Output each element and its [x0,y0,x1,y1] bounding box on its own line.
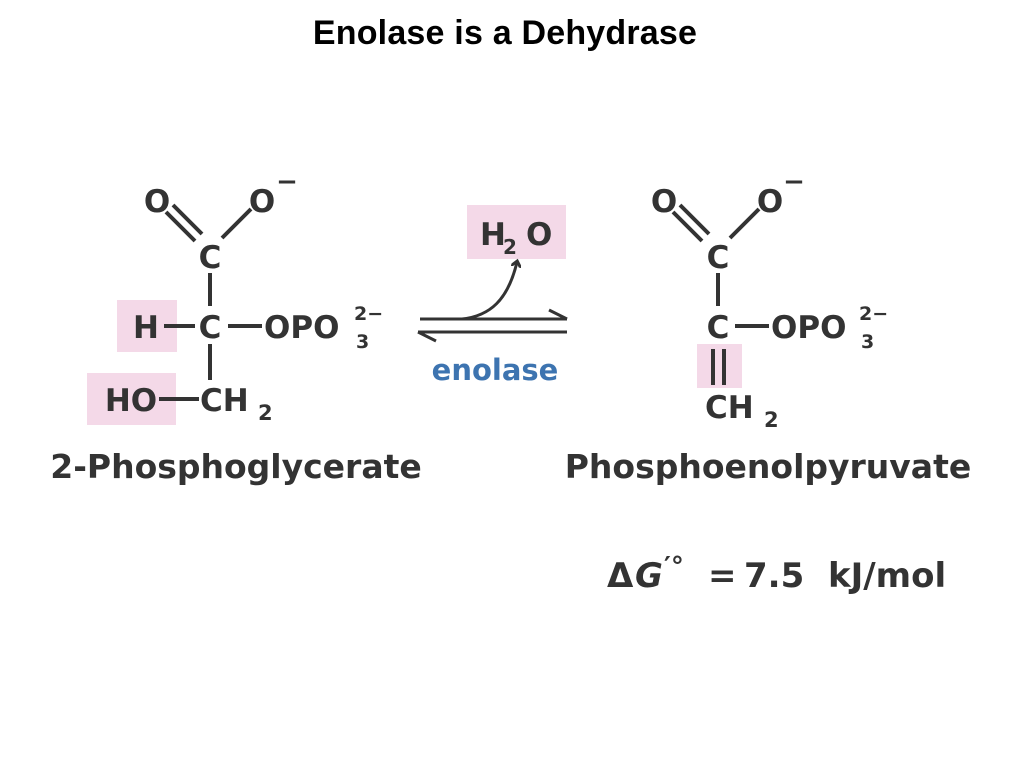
product-ch: CH [705,390,754,426]
reactant-structure: O O − C H C OPO 3 2− HO CH 2 2-Phosphogl… [50,167,422,486]
reactant-bond-co-double-a [164,210,197,243]
product-opo: OPO [771,310,846,346]
water-release-arrow [461,262,517,321]
reactant-o-minus: O [249,184,275,220]
energy-delta: Δ [607,556,634,596]
energy-unit: kJ/mol [828,556,946,596]
product-structure: O O − C C OPO 3 2− CH 2 Phosphoenolpyruv… [565,167,971,486]
forward-arrow-head [548,308,568,321]
reactant-carboxyl-c: C [199,240,222,276]
product-opo-sup: 2− [859,303,888,325]
product-carboxyl-c: C [707,240,730,276]
water-sub: 2 [503,235,517,259]
energy-value: 7.5 [744,556,804,596]
reactant-ho: HO [105,383,157,419]
energy-equals: = [708,556,737,596]
product-center-c: C [707,310,730,346]
energy-prime-degree: ′° [664,552,684,582]
energy-g: G [635,556,663,596]
reactant-opo-sub: 3 [356,331,369,353]
product-bond-co-single [728,207,761,240]
reactant-opo-sup: 2− [354,303,383,325]
reactant-charge-minus: − [276,167,298,197]
product-charge-minus: − [783,167,805,197]
slide-title: Enolase is a Dehydrase [312,14,698,52]
product-bond-co-double-b [678,203,711,236]
reactant-bond-co-single [220,207,253,240]
reactant-name: 2-Phosphoglycerate [50,447,422,486]
reactant-ch-sub: 2 [258,401,273,425]
reactant-bond-co-double-b [171,203,204,236]
product-ch-sub: 2 [764,408,779,432]
product-name: Phosphoenolpyruvate [565,447,971,486]
reactant-h: H [133,310,159,346]
highlight-double-bond [697,344,742,388]
water-h: H [480,217,506,253]
reactant-ch: CH [200,383,249,419]
reverse-arrow-head [417,330,437,343]
product-o-minus: O [757,184,783,220]
water-o: O [526,217,552,253]
free-energy: Δ G ′° = 7.5 kJ/mol [607,552,946,596]
enzyme-label: enolase [432,353,559,387]
highlight-water [467,205,566,259]
reactant-center-c: C [199,310,222,346]
reaction-arrows: H 2 O enolase [417,205,568,387]
reactant-opo: OPO [264,310,339,346]
product-bond-co-double-a [671,210,704,243]
product-opo-sub: 3 [861,331,874,353]
